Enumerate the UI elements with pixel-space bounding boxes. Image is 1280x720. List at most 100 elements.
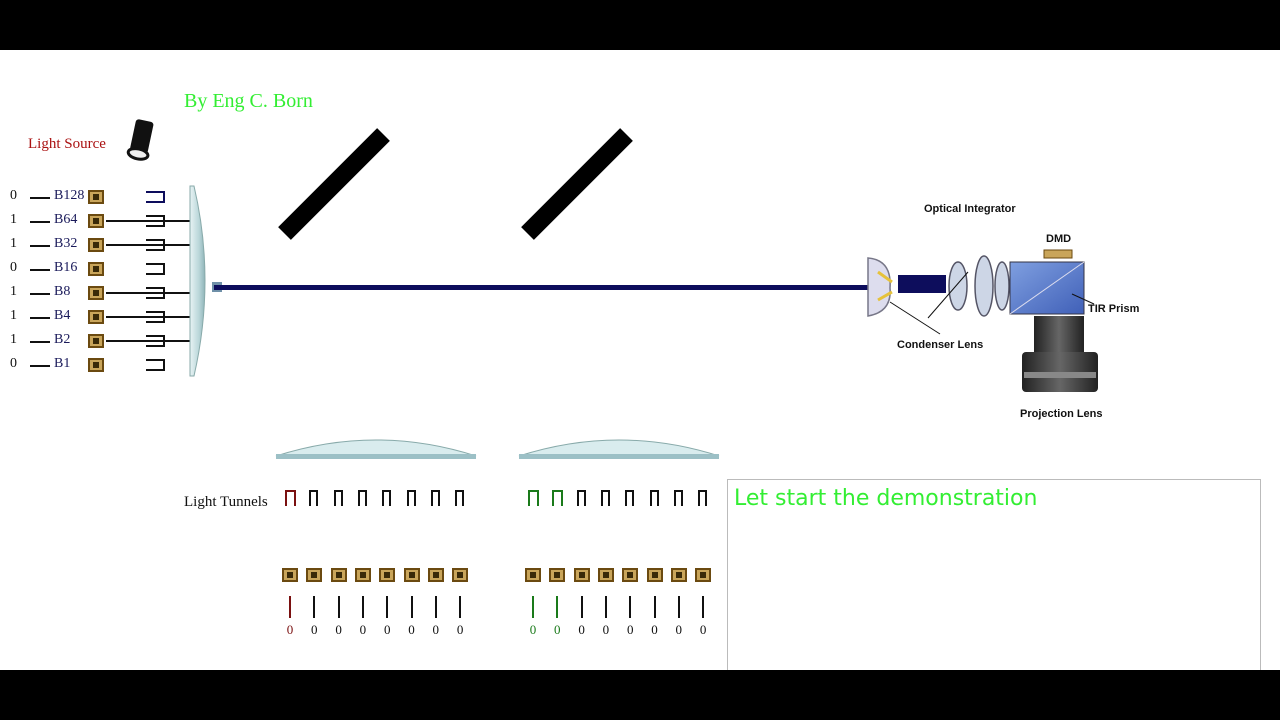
- light-tunnel: [625, 490, 635, 506]
- channel-digit: 0: [311, 622, 318, 637]
- led-chip-icon: [88, 238, 104, 252]
- light-tunnel: [455, 490, 465, 506]
- bit-path-on: [106, 311, 196, 323]
- led-chip-icon: [549, 568, 566, 582]
- light-tunnel: [430, 490, 440, 506]
- top-letterbox: [0, 0, 1280, 50]
- light-tunnel: [552, 490, 564, 506]
- led-chip-icon: [88, 286, 104, 300]
- bit-value: 1: [10, 212, 17, 227]
- bit-value: 1: [10, 308, 17, 323]
- led-chip-icon: [427, 568, 444, 582]
- channel-digit: 0: [286, 622, 294, 637]
- channel-bar: [629, 596, 632, 618]
- mirror-red: [278, 128, 390, 240]
- bit-path-on: [106, 215, 196, 227]
- light-tunnel: [382, 490, 392, 506]
- bit-label: B4: [54, 308, 71, 323]
- bit-path-off: [146, 359, 165, 371]
- channel-bar: [653, 596, 656, 618]
- bit-value: 1: [10, 332, 17, 347]
- bit-path-on: [106, 335, 196, 347]
- focusing-lens-green: [518, 439, 720, 459]
- channel-bar: [434, 596, 437, 618]
- led-chip-icon: [88, 214, 104, 228]
- focusing-lens-red: [275, 439, 477, 459]
- light-tunnel: [673, 490, 683, 506]
- channel-digit: 0: [675, 622, 683, 637]
- light-tunnel: [357, 490, 367, 506]
- channel-digit: 0: [408, 622, 415, 637]
- channel-bar: [604, 596, 607, 618]
- light-tunnel: [576, 490, 586, 506]
- channel-digit: 0: [456, 622, 464, 637]
- mirror-green: [521, 128, 633, 240]
- led-chip-icon: [88, 310, 104, 324]
- led-chip-icon: [597, 568, 614, 582]
- led-chip-icon: [282, 568, 298, 582]
- bit-label: B1: [54, 356, 71, 371]
- channel-digit: 0: [602, 622, 610, 637]
- channel-bar: [556, 596, 559, 618]
- bit-value: 0: [10, 356, 17, 371]
- bit-value: 1: [10, 236, 17, 251]
- light-tunnel: [528, 490, 539, 506]
- bit-value: 1: [10, 284, 17, 299]
- channel-bar: [289, 596, 291, 618]
- light-tunnel: [309, 490, 319, 506]
- bit-wire: [30, 293, 50, 295]
- led-chip-icon: [695, 568, 712, 582]
- channel-bar: [410, 596, 413, 618]
- optical-integrator-label: Optical Integrator: [924, 203, 1016, 215]
- bit-wire: [30, 197, 50, 199]
- author-credit: By Eng C. Born: [184, 90, 313, 112]
- led-chip-icon: [88, 190, 104, 204]
- led-chip-icon: [354, 568, 371, 582]
- channel-digit: 0: [578, 622, 585, 637]
- dmd-label: DMD: [1046, 233, 1072, 245]
- light-tunnel: [406, 490, 416, 506]
- bit-path-on: [106, 287, 196, 299]
- message-text: Let start the demonstration: [734, 486, 1038, 511]
- channel-digit: 0: [383, 622, 391, 637]
- bit-label: B2: [54, 332, 71, 347]
- bit-path-off: [146, 191, 165, 203]
- condenser-lens-label: Condenser Lens: [897, 339, 984, 351]
- channel-digit: 0: [554, 622, 561, 637]
- projection-lens-label: Projection Lens: [1020, 408, 1103, 420]
- bit-label: B128: [54, 188, 85, 203]
- channel-digit: 0: [699, 622, 707, 637]
- led-chip-icon: [403, 568, 420, 582]
- channel-bar: [361, 596, 364, 618]
- projector-diagram: [867, 249, 1098, 392]
- led-chip-icon: [379, 568, 396, 582]
- led-chip-icon: [452, 568, 469, 582]
- channel-digit: 0: [626, 622, 634, 637]
- channel-bar: [677, 596, 680, 618]
- light-tunnel: [698, 490, 708, 506]
- light-beam: [214, 285, 868, 290]
- bit-label: B64: [54, 212, 78, 227]
- light-tunnels-label: Light Tunnels: [184, 494, 268, 510]
- bit-wire: [30, 245, 50, 247]
- flashlight-icon: [126, 119, 154, 161]
- channel-bar: [532, 596, 534, 618]
- led-chip-icon: [670, 568, 687, 582]
- bit-label: B16: [54, 260, 78, 275]
- led-chip-icon: [306, 568, 323, 582]
- led-chip-icon: [622, 568, 639, 582]
- led-chip-icon: [88, 358, 104, 372]
- channel-digit: 0: [335, 622, 342, 637]
- channel-digit: 0: [651, 622, 658, 637]
- led-chip-icon: [88, 334, 104, 348]
- bit-wire: [30, 317, 50, 319]
- led-chip-icon: [88, 262, 104, 276]
- tir-prism-label: TIR Prism: [1088, 303, 1140, 315]
- bit-wire: [30, 365, 50, 367]
- light-tunnel: [333, 490, 343, 506]
- channel-digit: 0: [529, 622, 537, 637]
- led-chip-icon: [573, 568, 590, 582]
- light-tunnel: [649, 490, 659, 506]
- bit-value: 0: [10, 188, 17, 203]
